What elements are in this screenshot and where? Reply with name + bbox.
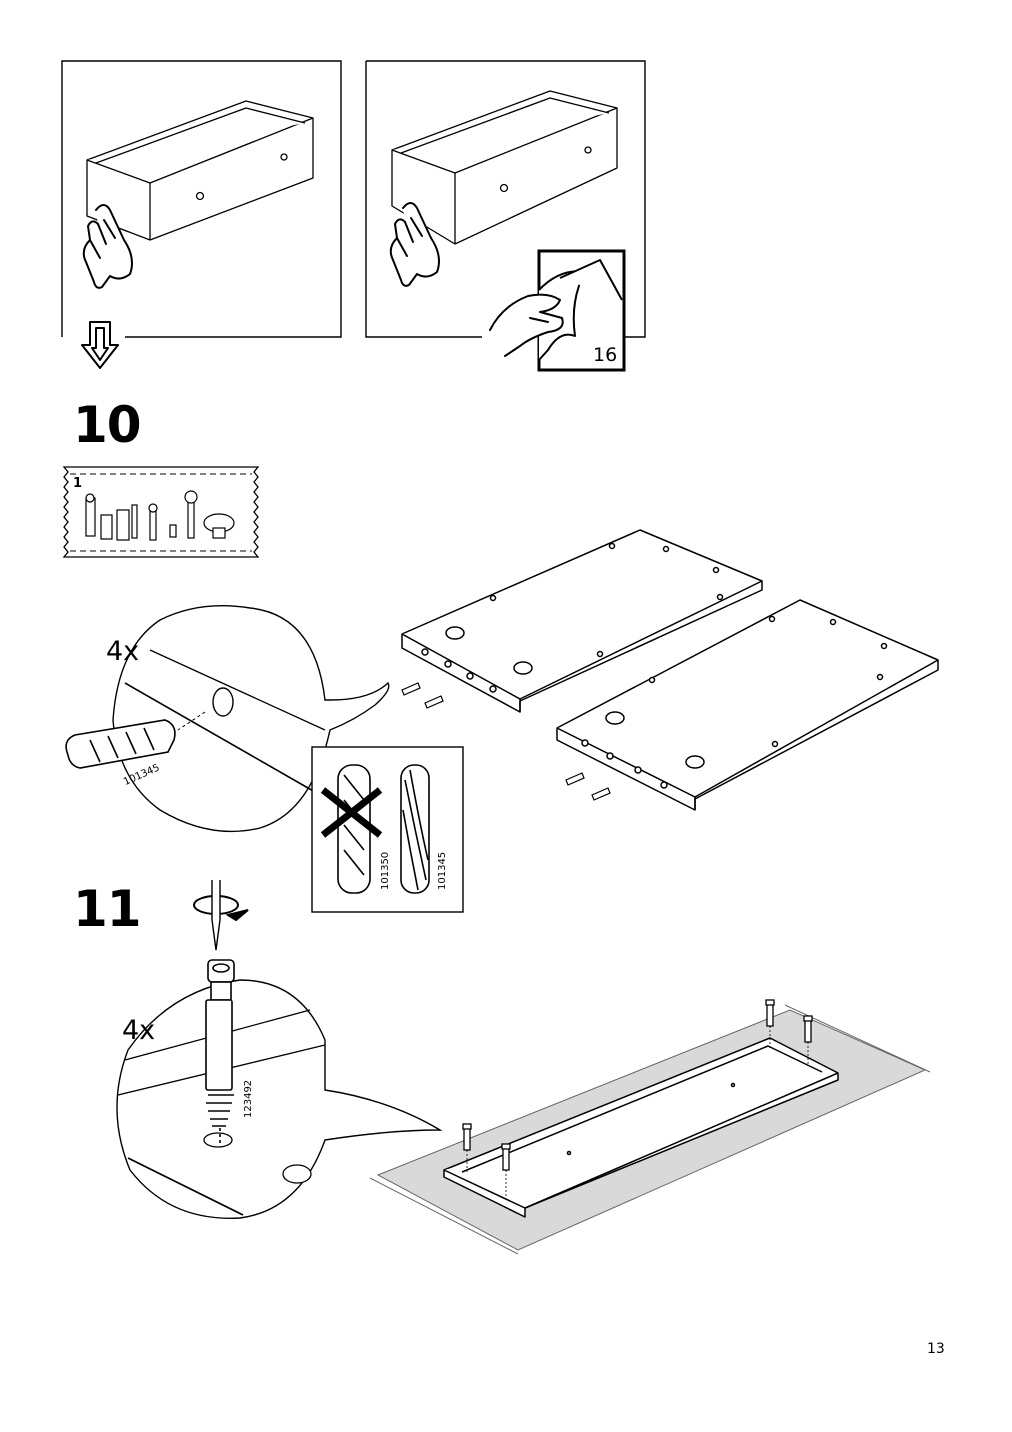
drawer-right: [391, 90, 618, 245]
bolt-icon: [205, 959, 235, 1145]
quantity-label: 4x: [122, 1015, 156, 1046]
hand-icon: [489, 293, 564, 357]
hardware-bag: [62, 466, 260, 558]
right-panel: [365, 60, 646, 338]
dowel-insert-detail: [65, 605, 390, 833]
bag-parts-icons: [85, 490, 235, 541]
bolt-insert-detail: [116, 880, 443, 1219]
arrow-down-icon: [81, 321, 119, 369]
drawer-left: [86, 100, 314, 241]
page-curl-icon: [538, 259, 623, 361]
dowel-icon: [65, 719, 176, 769]
wrong-x-icon: [320, 787, 383, 838]
step-number: 11: [73, 880, 142, 938]
dowel-icons: [401, 682, 611, 801]
bag-label: 1: [73, 476, 83, 491]
boards-illustration: [401, 529, 939, 811]
board-on-rug-illustration: [369, 999, 931, 1255]
hand-icon: [82, 204, 133, 289]
screwdriver-icon: [211, 880, 221, 951]
top-panels-illustration: [61, 60, 646, 372]
quantity-label: 4x: [106, 636, 140, 667]
step-number: 10: [73, 396, 142, 454]
left-panel: [61, 60, 342, 338]
page-number: 13: [927, 1341, 945, 1357]
hand-icon: [389, 202, 440, 287]
dowel-comparison-box: [311, 746, 464, 913]
reference-page-number: 16: [593, 344, 618, 366]
